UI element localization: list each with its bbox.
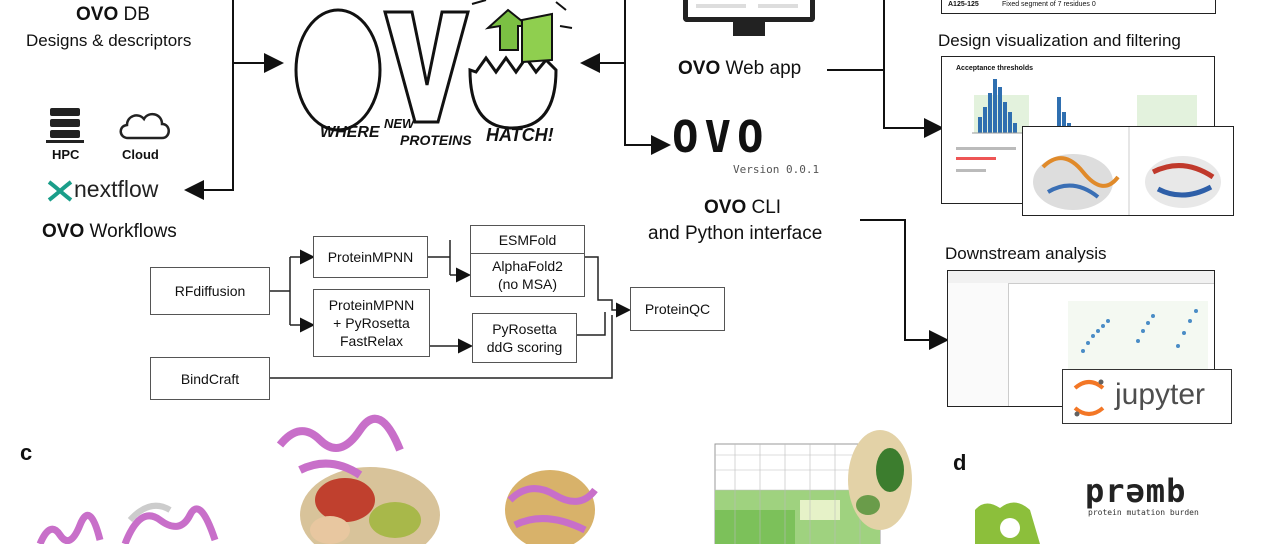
- nextflow-icon: [47, 180, 73, 202]
- cli-version: Version 0.0.1: [733, 163, 820, 176]
- section-label-d: d: [953, 450, 967, 475]
- acceptance-title: Acceptance thresholds: [956, 65, 1034, 72]
- tagline-hatch: HATCH!: [486, 125, 554, 145]
- jupyter-label: jupyter: [1115, 378, 1206, 411]
- nextflow-label: nextflow: [74, 176, 159, 202]
- cli-pixel-logo: OVO: [672, 112, 770, 163]
- top-panel-snippet-1: A125-125: [948, 1, 979, 8]
- cloud-icon: [116, 108, 172, 142]
- web-app-title: OVO Web app: [678, 58, 801, 80]
- monitor-icon: [683, 0, 815, 22]
- ovo-workflows-suffix: Workflows: [84, 221, 177, 242]
- top-panel-snippet-2: Fixed segment of 7 residues 0: [1002, 1, 1096, 8]
- cli-brand: OVO: [704, 197, 747, 218]
- ovo-workflows-brand: OVO: [42, 221, 85, 242]
- proteinmpnn-box: ProteinMPNN: [313, 236, 428, 278]
- promb-logo: prəmb: [1085, 472, 1187, 510]
- tagline-where: WHERE: [320, 124, 380, 141]
- monitor-stand: [733, 22, 765, 36]
- structure-viewer-panel: [1022, 126, 1234, 216]
- mpnn-relax-line-2: + PyRosetta: [333, 315, 410, 331]
- tagline-new: NEW: [384, 116, 415, 131]
- alphafold2-box: AlphaFold2 (no MSA): [470, 253, 585, 297]
- alphafold2-line-1: AlphaFold2: [492, 258, 563, 274]
- mpnn-relax-line-3: FastRelax: [339, 333, 404, 349]
- ovo-db-suffix: DB: [118, 4, 150, 25]
- ovo-db-brand: OVO: [76, 4, 119, 25]
- cli-title: OVO CLI: [704, 197, 781, 219]
- alphafold2-line-2: (no MSA): [497, 276, 558, 292]
- scatter-plots: [1068, 301, 1208, 371]
- cloud-label: Cloud: [122, 147, 159, 162]
- jupyter-logo-panel: jupyter: [1062, 369, 1232, 424]
- pyrosetta-ddg-box: PyRosetta ddG scoring: [472, 313, 577, 363]
- cli-python-interface: and Python interface: [648, 223, 823, 244]
- hpc-label: HPC: [52, 147, 80, 162]
- pyrosetta-line-1: PyRosetta: [492, 321, 557, 337]
- web-app-brand: OVO: [678, 58, 721, 79]
- jupyter-icon: [1073, 379, 1105, 417]
- esmfold-box: ESMFold: [470, 225, 585, 255]
- ovo-db-title: OVO DB: [76, 4, 150, 26]
- ovo-logo: WHERE NEW PROTEINS HATCH!: [290, 0, 580, 160]
- egg-icon: [294, 0, 573, 132]
- rfdiffusion-box: RFdiffusion: [150, 267, 270, 315]
- downstream-title: Downstream analysis: [945, 244, 1107, 263]
- bindcraft-box: BindCraft: [150, 357, 270, 400]
- top-results-panel: A125-125 Fixed segment of 7 residues 0: [941, 0, 1216, 14]
- proteinmpnn-fastrelax-box: ProteinMPNN + PyRosetta FastRelax: [313, 289, 430, 357]
- web-app-suffix: Web app: [720, 58, 802, 79]
- proteinqc-box: ProteinQC: [630, 287, 725, 331]
- ovo-db-subtitle: Designs & descriptors: [26, 31, 192, 50]
- design-viz-title: Design visualization and filtering: [938, 31, 1181, 50]
- cli-suffix: CLI: [746, 197, 782, 218]
- ovo-workflows-title: OVO Workflows: [42, 221, 177, 243]
- server-icon: [46, 108, 86, 144]
- pyrosetta-line-2: ddG scoring: [486, 339, 563, 355]
- section-label-c: c: [20, 440, 33, 465]
- mpnn-relax-line-1: ProteinMPNN: [328, 297, 415, 313]
- tagline-proteins: PROTEINS: [400, 132, 472, 148]
- promb-subtitle: protein mutation burden: [1088, 508, 1199, 517]
- protein-structures-icon: [1033, 127, 1221, 215]
